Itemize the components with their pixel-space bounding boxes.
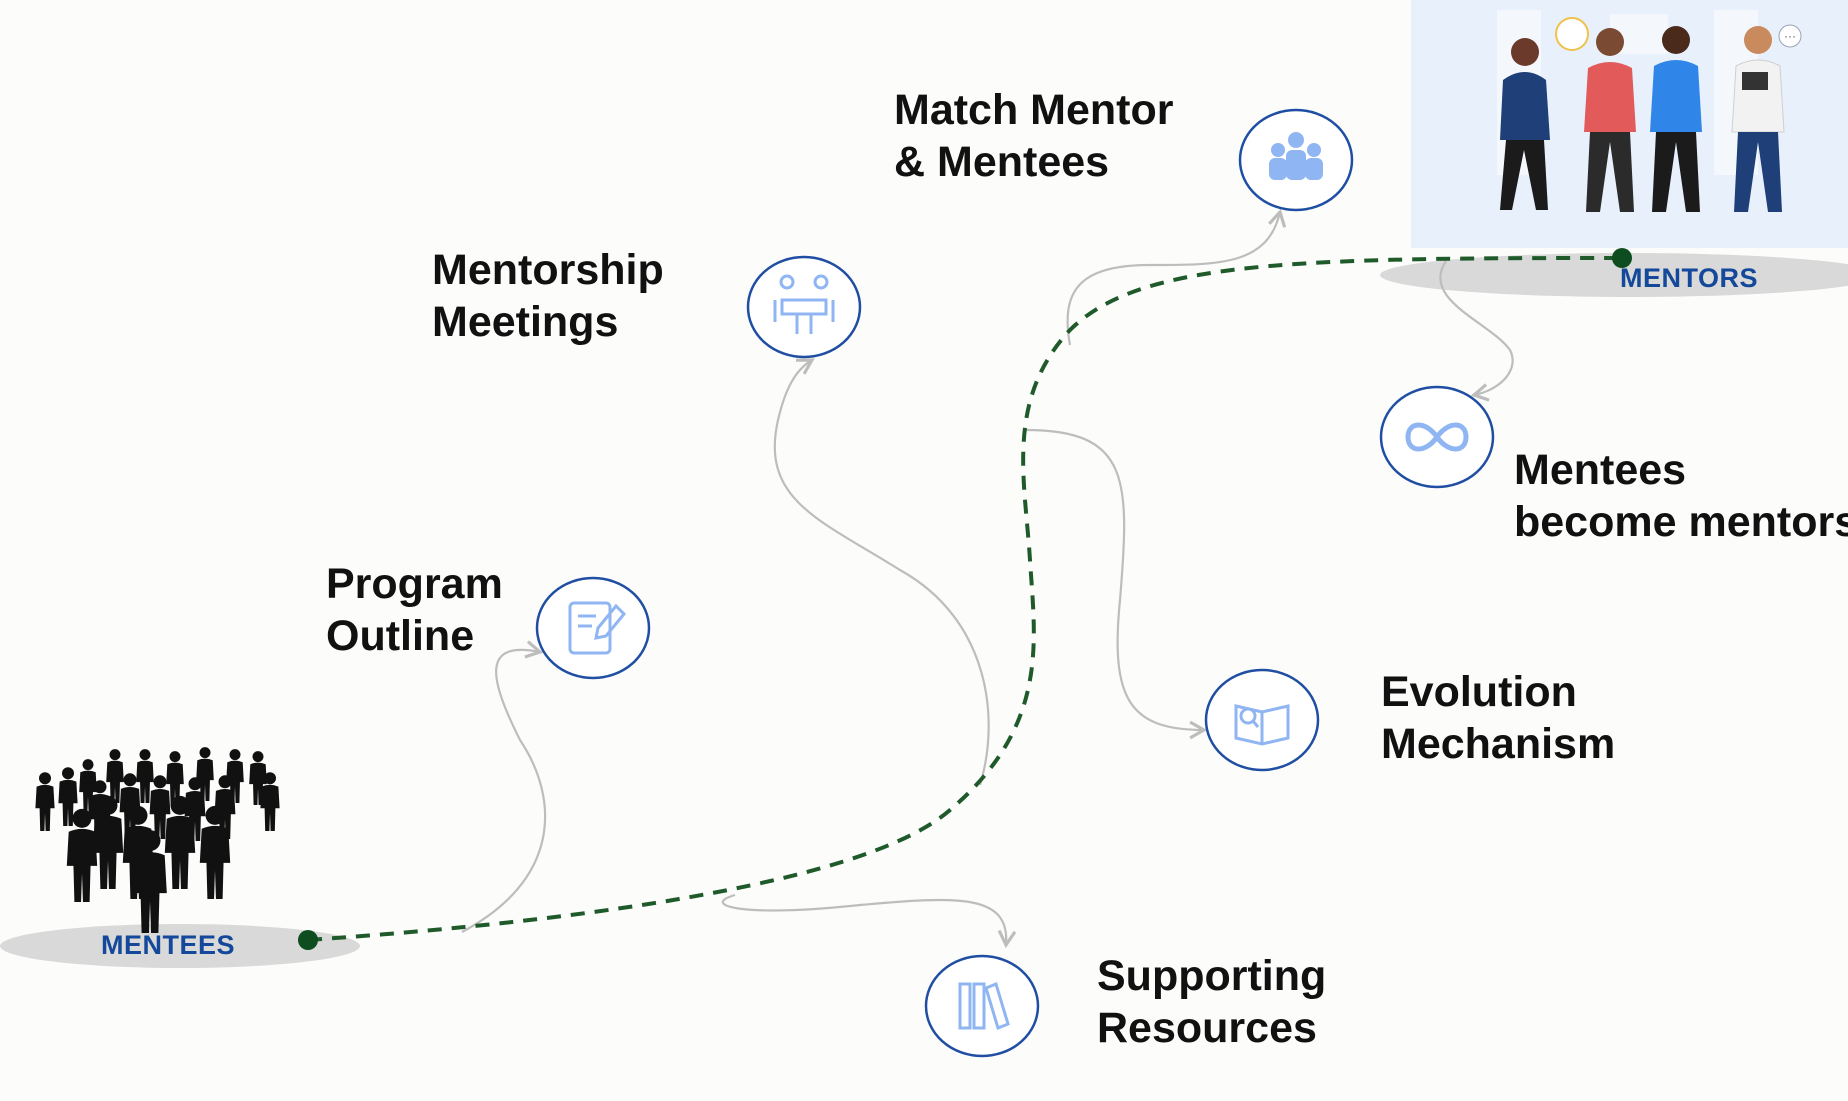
person-silhouette: [149, 775, 171, 839]
mentors-illustration: ···: [1411, 0, 1848, 248]
step-circle-supporting-resources: [924, 954, 1040, 1058]
person-silhouette: [136, 749, 154, 803]
mentees-crowd-icon: [35, 747, 280, 933]
person-silhouette: [133, 830, 167, 933]
meeting-table-icon: [773, 274, 835, 334]
person-silhouette: [260, 772, 280, 831]
person-silhouette: [66, 808, 98, 902]
label-mentees-become-mentors: Mentees become mentors: [1514, 446, 1848, 546]
step-circle-match: [1238, 108, 1354, 212]
person-silhouette: [166, 751, 184, 805]
person-silhouette: [196, 747, 214, 801]
person-silhouette: [164, 795, 196, 889]
person-silhouette: [106, 749, 124, 803]
mentees-pill: [0, 924, 360, 968]
label-evolution-mechanism: Evolution Mechanism: [1381, 668, 1616, 768]
connector-supporting-resources: [721, 893, 1017, 949]
person-silhouette: [92, 795, 124, 889]
person-silhouette: [35, 772, 55, 831]
connector-mentorship-meetings: [773, 358, 990, 786]
label-match: Match Mentor & Mentees: [894, 86, 1174, 186]
mentees-label: MENTEES: [101, 930, 236, 960]
mentors-label: MENTORS: [1620, 263, 1759, 293]
start-dot: [298, 930, 318, 950]
step-circle-program-outline: [535, 576, 651, 680]
edit-document-icon: [568, 601, 627, 655]
books-icon: [958, 981, 1010, 1031]
person-silhouette: [199, 805, 231, 899]
label-supporting-resources: Supporting Resources: [1097, 952, 1327, 1052]
connector-mentees-become-mentors: [1439, 260, 1514, 402]
connector-evolution: [1025, 428, 1208, 740]
book-search-icon: [1234, 704, 1290, 746]
label-program-outline: Program Outline: [326, 560, 503, 660]
connector-program-outline: [461, 640, 547, 933]
infinity-icon: [1405, 422, 1469, 452]
step-circle-evolution-mechanism: [1204, 668, 1320, 772]
group-icon: [1269, 132, 1323, 180]
mentors-pill: [1380, 253, 1848, 297]
label-mentorship-meetings: Mentorship Meetings: [432, 246, 664, 346]
journey-path: [307, 256, 1623, 942]
step-circle-mentorship-meetings: [746, 255, 862, 359]
step-circle-mentees-become-mentors: [1379, 385, 1495, 489]
person-silhouette: [58, 767, 78, 826]
end-dot: [1612, 248, 1632, 268]
connector-match: [1066, 208, 1287, 346]
svg-text:···: ···: [1784, 29, 1796, 43]
